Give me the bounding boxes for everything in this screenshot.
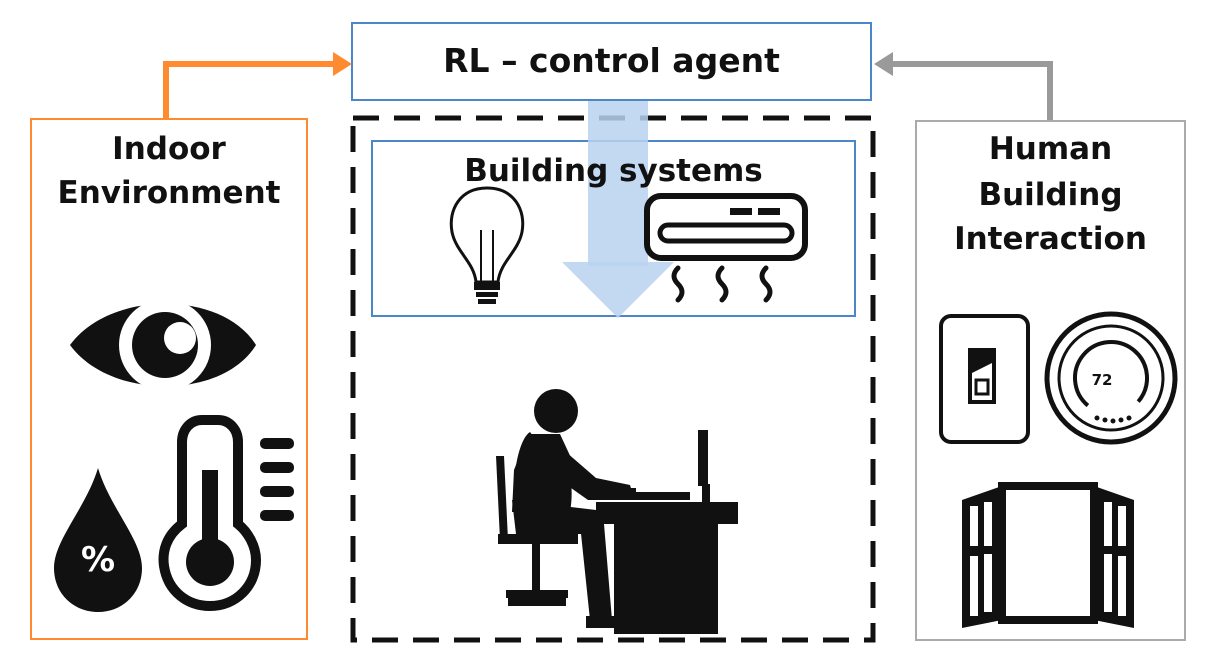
light-bulb-icon (449, 186, 525, 304)
air-conditioner-icon (644, 193, 808, 303)
human-interaction-title-line1: Human (988, 131, 1113, 167)
humidity-drop-icon (54, 468, 142, 612)
indoor-environment-title-line2: Environment (57, 175, 281, 211)
light-switch-icon (939, 314, 1030, 444)
indoor-to-agent-connector (163, 52, 352, 118)
eye-icon (70, 299, 256, 391)
thermometer-icon (158, 415, 294, 612)
office-worker-icon (496, 389, 738, 634)
indoor-environment-title-line1: Indoor (112, 131, 226, 167)
window-icon (962, 482, 1134, 628)
rl-control-agent-title: RL – control agent (443, 41, 780, 80)
thermostat-icon (1044, 311, 1178, 445)
rl-control-agent-box (351, 22, 872, 101)
human-to-agent-connector (874, 52, 1053, 120)
control-arrow (562, 101, 674, 318)
human-interaction-title-line3: Interaction (954, 221, 1147, 257)
human-interaction-title-line2: Building (978, 177, 1123, 213)
building-systems-title: Building systems (464, 153, 763, 189)
humidity-percent-symbol: % (80, 540, 116, 580)
thermostat-value: 72 (1091, 371, 1113, 389)
